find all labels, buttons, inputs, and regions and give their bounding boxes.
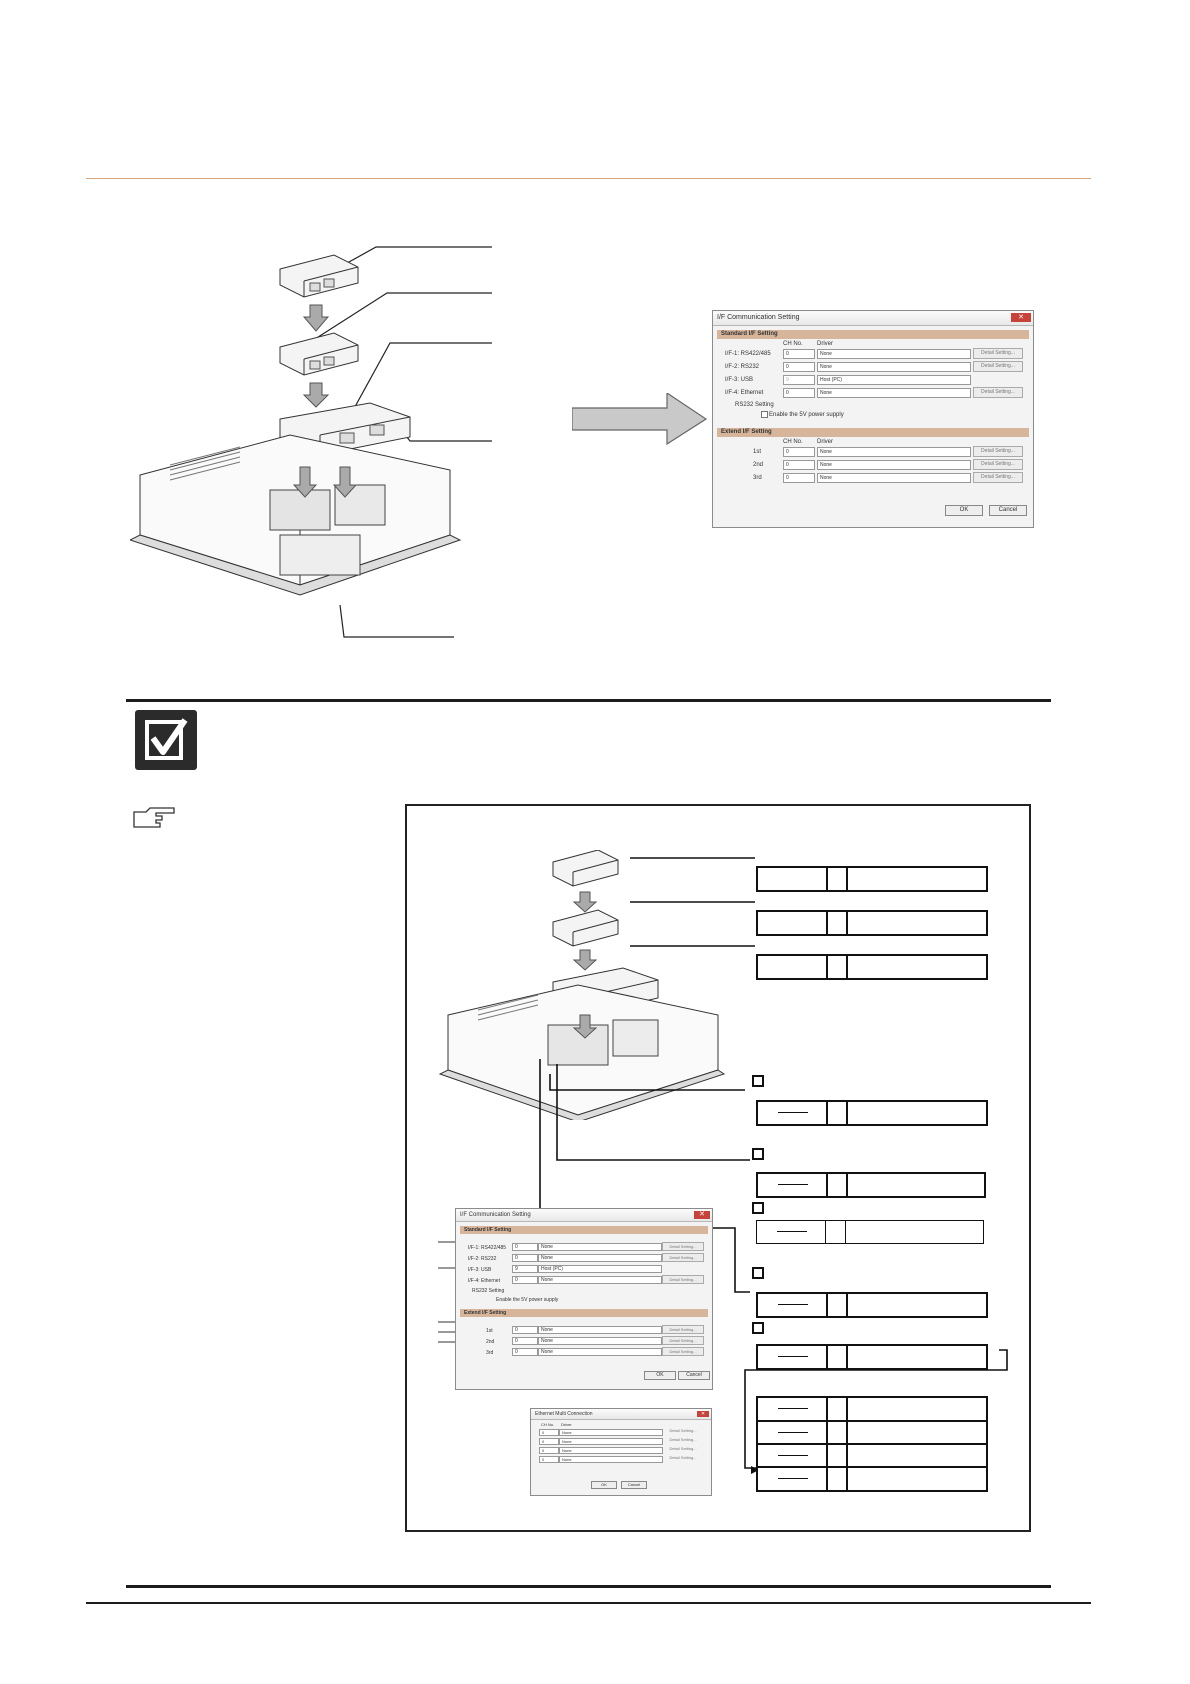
cancel-button[interactable]: Cancel (989, 505, 1027, 516)
driver-select[interactable]: None (817, 349, 971, 359)
section-marker (752, 1267, 764, 1279)
ch-select[interactable]: 0 (783, 388, 815, 398)
section-marker (752, 1322, 764, 1334)
label-box (756, 910, 988, 936)
ch-select[interactable]: 0 (783, 460, 815, 470)
cancel-button[interactable]: Cancel (621, 1481, 647, 1489)
section-marker (752, 1075, 764, 1087)
power-checkbox-label: Enable the 5V power supply (769, 412, 844, 418)
section-marker (752, 1148, 764, 1160)
if-communication-setting-dialog-small: I/F Communication Setting ✕ Standard I/F… (455, 1208, 713, 1390)
label-box (756, 1396, 988, 1422)
col-ch-header: CH No. (783, 341, 803, 347)
driver-select[interactable]: None (817, 388, 971, 398)
if-row: I/F-2: RS232 0 None Detail Setting... (713, 361, 1033, 374)
ch-select: 9 (783, 375, 815, 385)
close-icon[interactable]: ✕ (697, 1411, 709, 1417)
detail-setting-button[interactable]: Detail Setting... (973, 348, 1023, 359)
footer-rule (86, 1602, 1091, 1604)
close-icon[interactable]: ✕ (1011, 313, 1031, 322)
detail-setting-button[interactable]: Detail Setting... (973, 472, 1023, 483)
ok-button[interactable]: OK (945, 505, 983, 516)
ethernet-multi-connection-dialog: Ethernet Multi Connection ✕ CH No. Drive… (530, 1408, 712, 1496)
section-marker (752, 1202, 764, 1214)
driver-select[interactable]: Host (PC) (817, 375, 971, 385)
dialog-pointer-lines (438, 1241, 456, 1343)
label-box (756, 866, 988, 892)
label-box (756, 1100, 988, 1126)
ch-select[interactable]: 0 (783, 473, 815, 483)
power-checkbox[interactable] (761, 411, 768, 418)
ok-button[interactable]: OK (591, 1481, 617, 1489)
label-box (756, 1443, 988, 1469)
if-row: I/F-1: RS422/485 0 None Detail Setting..… (713, 348, 1033, 361)
ok-button[interactable]: OK (644, 1371, 676, 1380)
got-stack-illustration (438, 850, 726, 1120)
col-driver-header: Driver (817, 341, 833, 347)
label-box (756, 1466, 988, 1492)
driver-select[interactable]: None (817, 473, 971, 483)
right-arrow-icon (572, 393, 707, 445)
pointing-hand-icon (133, 807, 175, 828)
note-rule-top (126, 699, 1051, 702)
driver-select[interactable]: None (817, 460, 971, 470)
detail-setting-button[interactable]: Detail Setting... (973, 387, 1023, 398)
driver-select[interactable]: None (817, 362, 971, 372)
configuration-frame (405, 804, 1031, 1532)
ext-row: 1st 0 None Detail Setting... (713, 446, 1033, 459)
rs232-setting-label: RS232 Setting (735, 402, 774, 408)
dialog-title: I/F Communication Setting ✕ (713, 311, 1033, 326)
close-icon[interactable]: ✕ (694, 1211, 710, 1219)
detail-setting-button[interactable]: Detail Setting... (973, 361, 1023, 372)
header-rule (86, 178, 1091, 179)
ch-select[interactable]: 0 (783, 447, 815, 457)
driver-select[interactable]: None (817, 447, 971, 457)
extend-if-section: Extend I/F Setting (717, 428, 1029, 437)
ch-select[interactable]: 0 (783, 349, 815, 359)
got-module-illustration (130, 246, 492, 638)
leader-lines (539, 857, 1008, 1474)
checkbox-check-icon (135, 710, 197, 770)
standard-if-section: Standard I/F Setting (717, 330, 1029, 339)
ch-select[interactable]: 0 (783, 362, 815, 372)
note-rule-bottom (126, 1585, 1051, 1588)
detail-setting-button[interactable]: Detail Setting... (973, 446, 1023, 457)
detail-setting-button[interactable]: Detail Setting... (973, 459, 1023, 470)
label-box (756, 1292, 988, 1318)
if-communication-setting-dialog: I/F Communication Setting ✕ Standard I/F… (712, 310, 1034, 528)
label-box (756, 1344, 988, 1370)
cancel-button[interactable]: Cancel (678, 1371, 710, 1380)
ext-row: 3rd 0 None Detail Setting... (713, 472, 1033, 485)
label-box (756, 1220, 984, 1244)
label-box (756, 1172, 986, 1198)
if-row: I/F-4: Ethernet 0 None Detail Setting... (713, 387, 1033, 400)
if-row: I/F-3: USB 9 Host (PC) (713, 374, 1033, 387)
label-box (756, 954, 988, 980)
ext-row: 2nd 0 None Detail Setting... (713, 459, 1033, 472)
